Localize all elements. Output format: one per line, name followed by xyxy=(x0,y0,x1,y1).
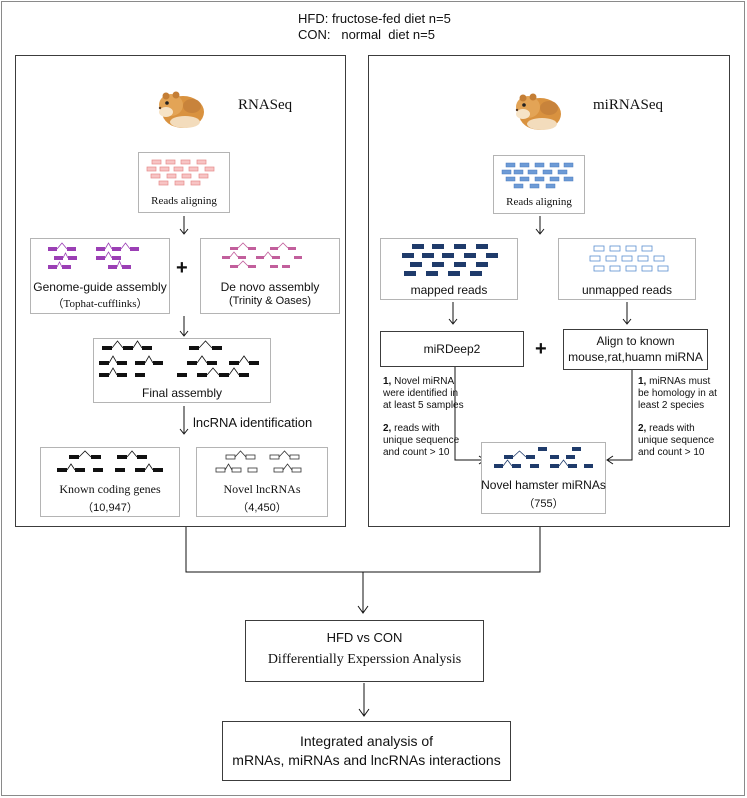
known-coding-box xyxy=(40,447,180,517)
plus-sign-rna: + xyxy=(176,257,188,279)
mirdeep-label: miRDeep2 xyxy=(423,342,481,356)
de-analysis-line2: Differentially Experssion Analysis xyxy=(267,652,462,667)
genome-guide-tool: （Tophat-cufflinks） xyxy=(52,298,148,310)
right-criteria-2-line2: unique sequence xyxy=(638,435,715,446)
unmapped-reads-label: unmapped reads xyxy=(581,283,673,297)
align-known-line2: mouse,rat,huamn miRNA xyxy=(568,350,703,364)
reads-glyph-blue xyxy=(501,162,574,189)
arrow-mirna-mapped xyxy=(448,302,458,325)
right-criteria-2: 2, reads with unique sequence and count … xyxy=(638,423,714,459)
connector-align-to-novel xyxy=(606,370,633,465)
arrow-mirna-1 xyxy=(535,216,545,235)
novel-lnc-box xyxy=(196,447,328,517)
integrated-box xyxy=(222,721,511,781)
left-criteria-2-num: 2, xyxy=(383,423,392,434)
align-known-box xyxy=(563,329,708,370)
known-coding-count: （10,947） xyxy=(82,502,138,514)
novel-hamster-label: Novel hamster miRNAs xyxy=(481,478,606,492)
right-criteria-1-num: 1, xyxy=(638,376,647,387)
left-criteria-1-line2: were identified in xyxy=(383,388,459,399)
left-criteria-1-num: 1, xyxy=(383,376,392,387)
hamster-image-rnaseq xyxy=(152,78,208,134)
de-novo-box xyxy=(200,238,340,314)
integrated-line1: Integrated analysis of xyxy=(299,733,434,749)
left-criteria-1-line1: Novel miRNA xyxy=(391,376,455,387)
plus-sign-mirna: + xyxy=(535,338,547,360)
right-criteria-1: 1, miRNAs must be homology in at least 2… xyxy=(638,376,717,412)
known-coding-glyph xyxy=(57,450,163,472)
unmapped-reads-glyph xyxy=(589,245,669,272)
arrow-rna-3 xyxy=(179,406,189,435)
de-novo-label: De novo assembly xyxy=(220,280,320,294)
right-criteria-1-line2: be homology in at xyxy=(638,388,717,399)
right-criteria-2-num: 2, xyxy=(638,423,647,434)
mapped-reads-box xyxy=(380,238,518,300)
de-analysis-box xyxy=(245,620,484,682)
mirnaseq-title: miRNASeq xyxy=(593,97,664,113)
arrow-rna-2 xyxy=(179,316,189,337)
known-coding-label: Known coding genes xyxy=(59,482,161,496)
right-criteria-2-line1: reads with xyxy=(646,423,695,434)
left-criteria-2-line3: and count > 10 xyxy=(383,447,450,458)
arrow-mirna-unmapped xyxy=(622,302,632,325)
novel-lnc-glyph xyxy=(215,450,302,473)
hamster-image-mirnaseq xyxy=(509,80,565,136)
header-con: CON: normal diet n=5 xyxy=(298,27,435,42)
left-criteria-1: 1, Novel miRNA were identified in at lea… xyxy=(383,376,464,412)
arrow-to-integrated xyxy=(358,683,370,717)
novel-hamster-glyph xyxy=(494,447,593,468)
genome-guide-glyph xyxy=(48,242,139,269)
genome-guide-label: Genome-guide assembly xyxy=(33,280,167,294)
de-novo-tool: (Trinity & Oases) xyxy=(228,295,312,307)
right-criteria-1-line3: least 2 species xyxy=(638,400,705,411)
de-analysis-line1: HFD vs CON xyxy=(326,630,403,645)
align-known-line1: Align to known xyxy=(596,334,675,348)
final-assembly-label: Final assembly xyxy=(141,386,223,400)
reads-glyph-pink xyxy=(146,159,215,186)
novel-hamster-count: （755） xyxy=(523,498,564,510)
de-novo-glyph xyxy=(222,242,302,268)
mirdeep-box xyxy=(380,331,524,367)
final-assembly-box xyxy=(93,338,271,403)
merge-connector xyxy=(185,527,541,614)
left-criteria-2: 2, reads with unique sequence and count … xyxy=(383,423,459,459)
reads-aligning-label-mirna: Reads aligning xyxy=(506,196,572,208)
integrated-line2: mRNAs, miRNAs and lncRNAs interactions xyxy=(232,752,501,768)
mapped-reads-glyph xyxy=(402,244,498,276)
right-criteria-2-line3: and count > 10 xyxy=(638,447,705,458)
left-criteria-2-line1: reads with xyxy=(391,423,440,434)
novel-lnc-count: （4,450） xyxy=(237,502,287,514)
left-criteria-2-line2: unique sequence xyxy=(383,435,460,446)
left-criteria-1-line3: at least 5 samples xyxy=(383,400,464,411)
novel-lnc-label: Novel lncRNAs xyxy=(223,482,301,496)
mapped-reads-label: mapped reads xyxy=(410,283,488,297)
final-assembly-glyph xyxy=(99,340,259,377)
rnaseq-title: RNASeq xyxy=(238,97,293,113)
lnc-identification-label: lncRNA identification xyxy=(193,415,313,430)
header-hfd: HFD: fructose-fed diet n=5 xyxy=(298,11,451,26)
right-criteria-1-line1: miRNAs must xyxy=(646,376,711,387)
reads-aligning-label-rna: Reads aligning xyxy=(151,195,217,207)
novel-hamster-box xyxy=(481,442,606,514)
arrow-rna-1 xyxy=(179,216,189,235)
